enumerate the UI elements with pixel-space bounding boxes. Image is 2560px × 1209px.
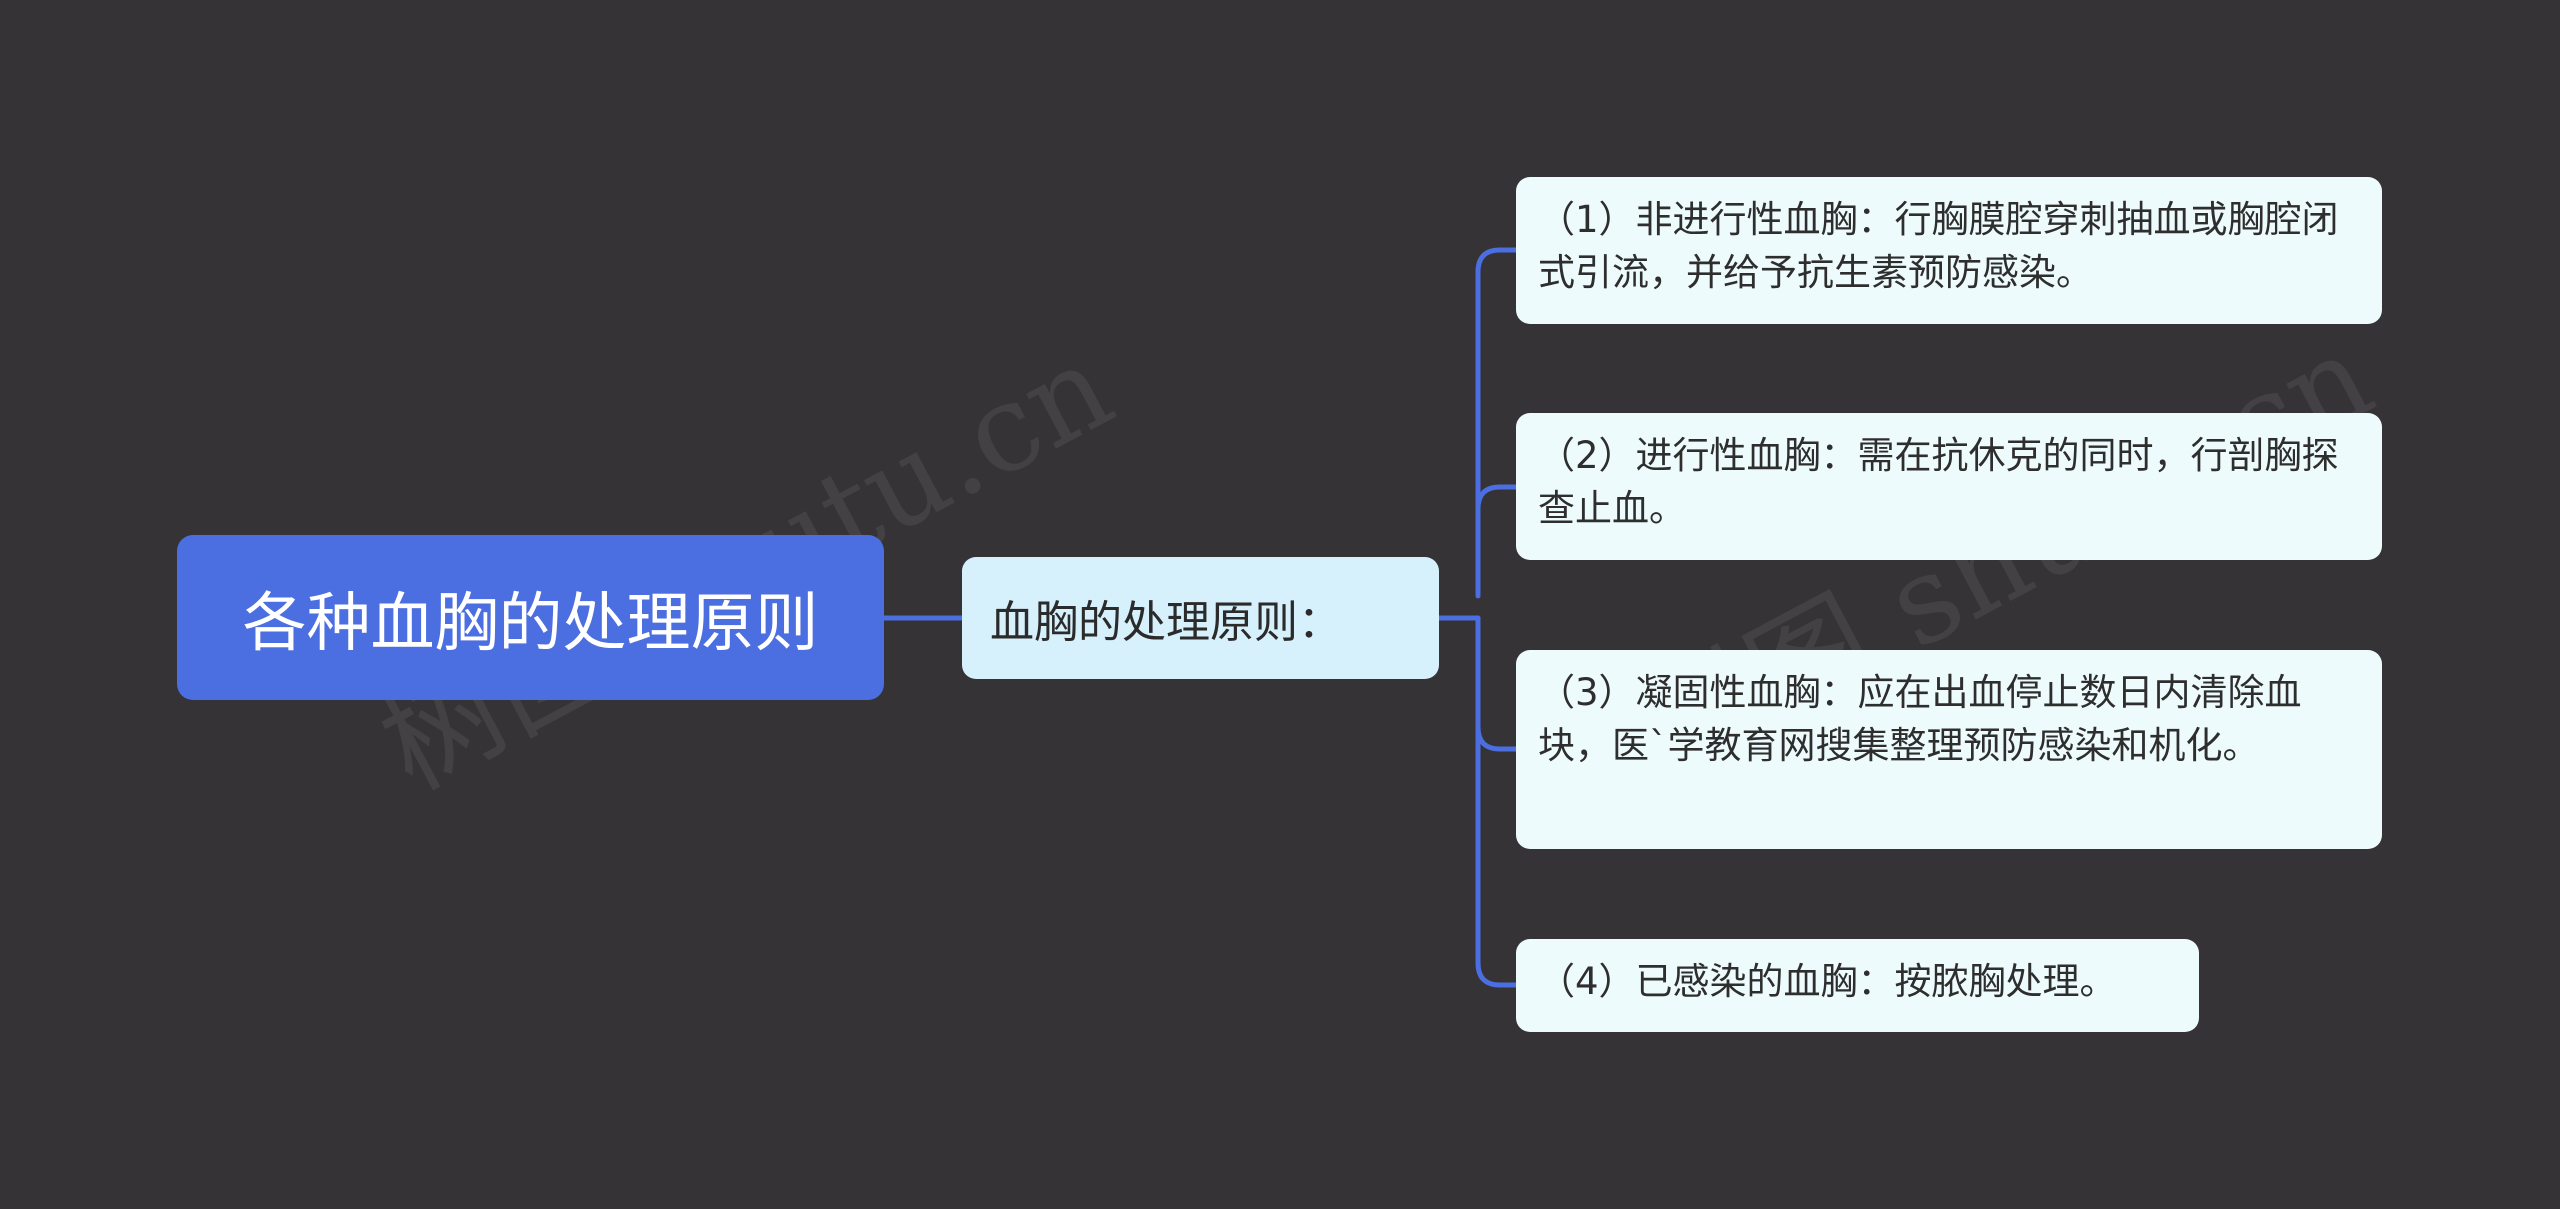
leaf-topic-4[interactable]: （4）已感染的血胸：按脓胸处理。	[1516, 939, 2199, 1032]
leaf-topic-label: （3）凝固性血胸：应在出血停止数日内清除血块，医`学教育网搜集整理预防感染和机化…	[1538, 671, 2302, 767]
leaf-topic-2[interactable]: （2）进行性血胸：需在抗休克的同时，行剖胸探查止血。	[1516, 413, 2382, 560]
leaf-topic-label: （2）进行性血胸：需在抗休克的同时，行剖胸探查止血。	[1538, 434, 2339, 530]
connector-leaf-3	[1475, 615, 1519, 752]
branch-topic[interactable]: 血胸的处理原则：	[962, 557, 1439, 679]
leaf-topic-1[interactable]: （1）非进行性血胸：行胸膜腔穿刺抽血或胸腔闭式引流，并给予抗生素预防感染。	[1516, 177, 2382, 324]
connector-leaf-4	[1475, 637, 1519, 988]
branch-topic-label: 血胸的处理原则：	[990, 597, 1342, 648]
leaf-topic-label: （1）非进行性血胸：行胸膜腔穿刺抽血或胸腔闭式引流，并给予抗生素预防感染。	[1538, 198, 2339, 294]
connector-leaf-1	[1475, 247, 1519, 599]
root-topic-label: 各种血胸的处理原则	[242, 586, 819, 661]
root-topic[interactable]: 各种血胸的处理原则	[177, 535, 884, 700]
leaf-topic-3[interactable]: （3）凝固性血胸：应在出血停止数日内清除血块，医`学教育网搜集整理预防感染和机化…	[1516, 650, 2382, 849]
connector-leaf-2	[1475, 484, 1519, 512]
leaf-topic-label: （4）已感染的血胸：按脓胸处理。	[1538, 960, 2117, 1003]
